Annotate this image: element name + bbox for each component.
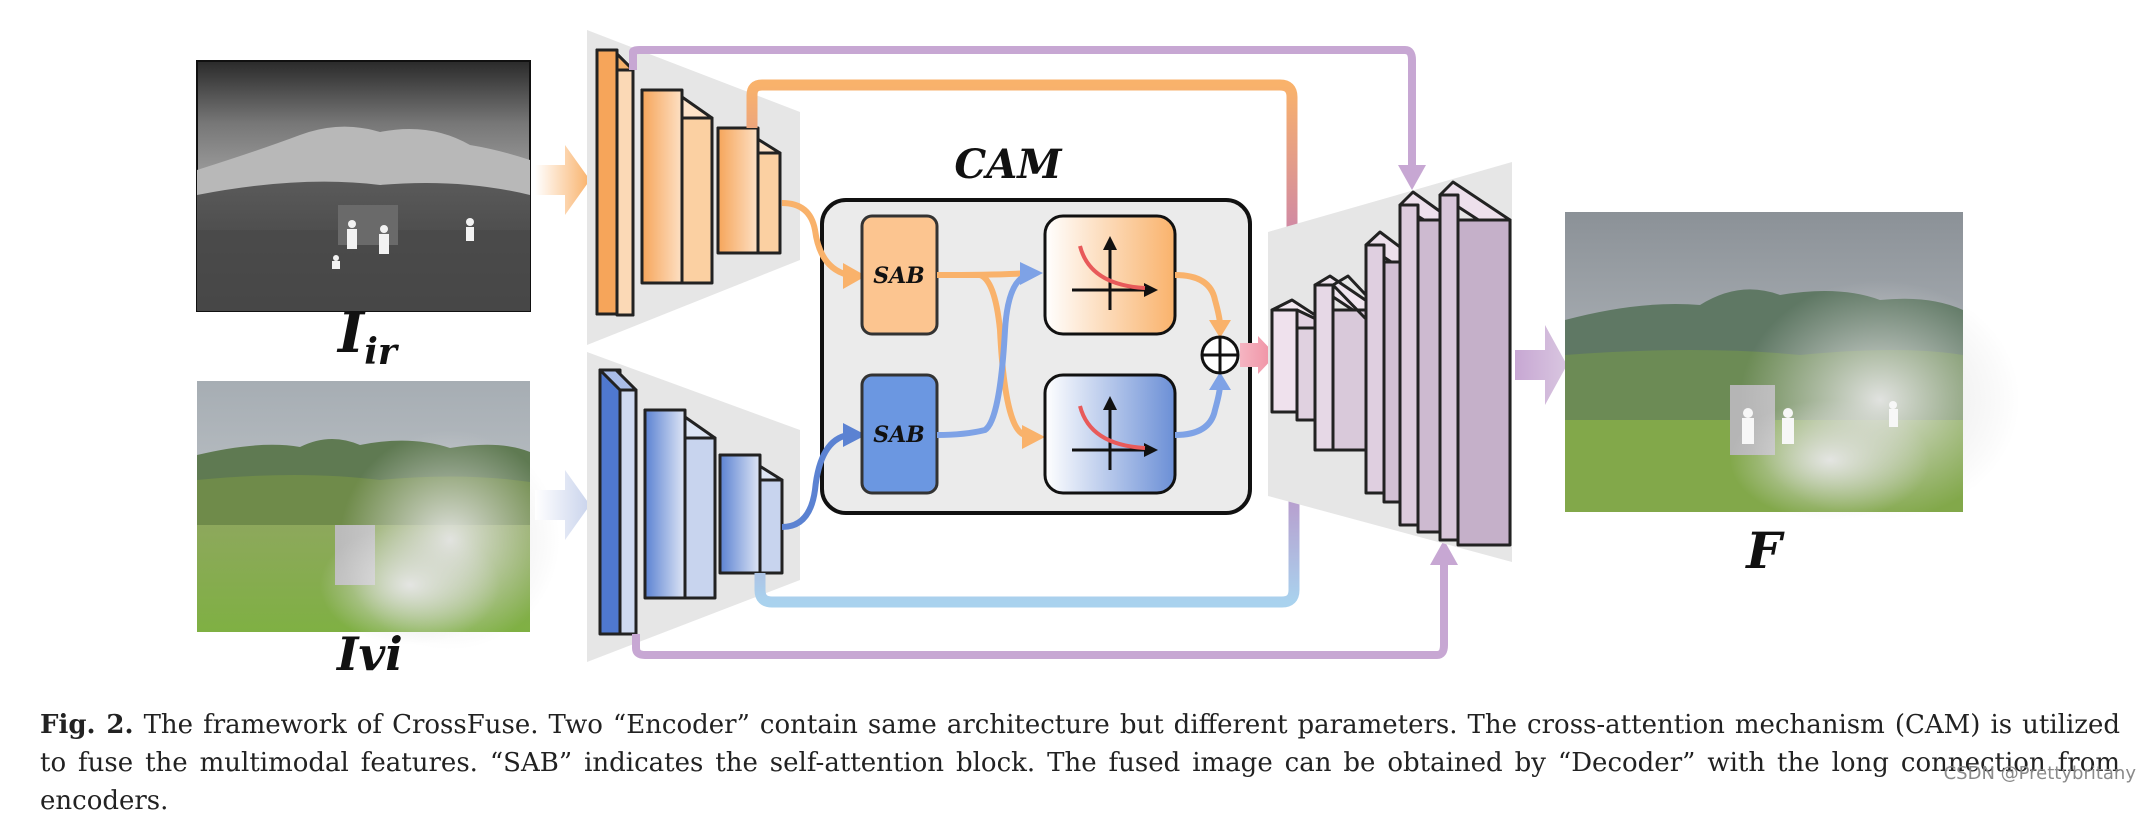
decoder-blocks (1270, 180, 1512, 547)
vi-to-sab-arrow (781, 432, 849, 530)
ir-input-arrow (535, 145, 590, 215)
cross-arrowhead-orange (1022, 425, 1045, 449)
crossfuse-framework-diagram: Iir Ivi (196, 30, 2020, 681)
vi-image-label: Ivi (335, 627, 403, 681)
attention-box-ir (1043, 214, 1177, 336)
ir-long-connection-purple (629, 46, 1416, 170)
sum-to-decoder-arrow (1240, 336, 1276, 374)
element-wise-sum-icon (1200, 335, 1240, 375)
vi-long-connection-arrowhead (1430, 540, 1458, 565)
vi-input-arrow (535, 470, 590, 540)
caption-text: The framework of CrossFuse. Two “Encoder… (40, 710, 2120, 816)
decoder-output-arrow (1515, 325, 1567, 405)
attn-vi-to-sum-arrow (1174, 384, 1223, 438)
ir-encoder-blocks (595, 48, 782, 317)
ir-person-figures (332, 218, 474, 269)
attention-box-vi (1043, 373, 1177, 495)
cam-title: CAM (954, 141, 1063, 188)
infrared-input-image (196, 60, 531, 312)
figure-number: Fig. 2. (40, 710, 134, 740)
ir-image-label: Iir (336, 300, 400, 373)
fused-image-label: F (1744, 521, 1785, 580)
fused-output-image (1565, 212, 2020, 520)
cross-arrowhead-blue (1020, 262, 1043, 285)
visible-input-image (197, 381, 560, 650)
ir-to-sab-arrow (781, 200, 849, 278)
sab-label-vi: SAB (873, 422, 925, 448)
sab-label-ir: SAB (873, 263, 925, 289)
attn-ir-to-sum-arrow (1174, 272, 1223, 326)
ir-long-connection-arrowhead (1398, 165, 1426, 190)
vi-encoder-blocks (598, 368, 784, 636)
csdn-watermark: CSDN @Prettybritany (1943, 763, 2136, 784)
ir-long-connection-orange (746, 79, 1298, 280)
figure-caption: Fig. 2. The framework of CrossFuse. Two … (40, 706, 2120, 820)
vi-long-connection-blue (754, 430, 1300, 608)
vi-long-connection-purple (632, 560, 1448, 659)
